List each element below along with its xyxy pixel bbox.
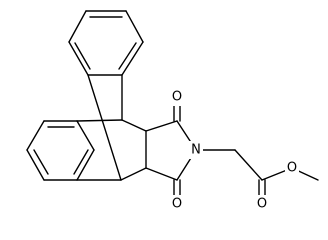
oxygen-atom-label: O (287, 161, 297, 176)
oxygen-atom-label: O (257, 197, 267, 212)
double-bond-inner (118, 42, 137, 70)
bond (121, 119, 147, 132)
bond (26, 120, 45, 151)
bond (87, 74, 122, 181)
double-bond-inner (74, 42, 91, 70)
atom-labels: N O O O O (170, 88, 299, 213)
bond (120, 167, 147, 181)
nitrogen-atom-label: N (191, 143, 201, 158)
double-bond-inner (33, 149, 49, 175)
oxygen-atom-label: O (172, 90, 182, 105)
oxygen-atom-label: O (172, 197, 182, 212)
bond (26, 149, 45, 181)
bridge-framework (76, 74, 147, 181)
bond (76, 149, 95, 181)
bond (121, 41, 144, 76)
top-benzene-ring (68, 10, 144, 76)
bond (125, 10, 144, 43)
bond (76, 120, 95, 151)
molecule-diagram: N O O O O (26, 10, 319, 213)
bond (145, 120, 178, 132)
bond (68, 41, 89, 76)
double-bond-inner (73, 149, 89, 175)
bond (68, 10, 87, 43)
bond (145, 167, 178, 181)
left-benzene-ring (26, 120, 95, 181)
bond (76, 119, 123, 122)
bond (234, 149, 263, 181)
imide-ring (145, 93, 197, 206)
structure-drawing: N O O O O (26, 10, 319, 213)
